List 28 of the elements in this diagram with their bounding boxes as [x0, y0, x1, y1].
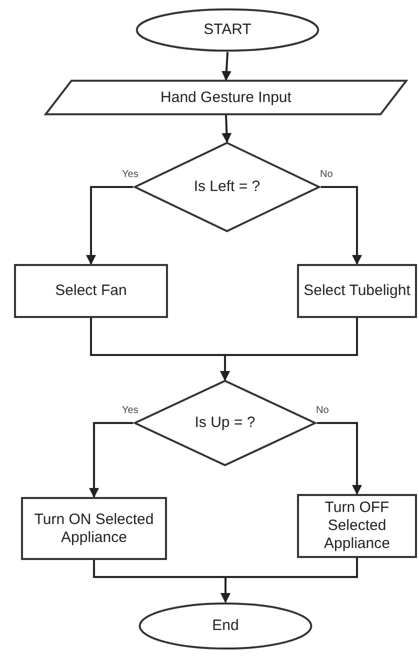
arrow: [86, 186, 133, 265]
edge-label: No: [315, 405, 330, 416]
node-text: Select Fan: [54, 282, 128, 300]
node-text: Is Left = ?: [192, 178, 262, 196]
arrow: [222, 52, 232, 81]
process-box: [14, 264, 168, 318]
process-box: [297, 264, 417, 318]
arrow: [317, 422, 362, 495]
arrow: [222, 114, 232, 143]
edge-label: Yes: [121, 405, 140, 416]
start-terminal: [135, 8, 320, 52]
process-box: [297, 494, 417, 558]
node-text: Select Tubelight: [302, 282, 412, 300]
node-text: End: [211, 617, 240, 635]
arrow: [220, 318, 358, 381]
input-parallelogram: [42, 80, 410, 115]
node-text: Is Up = ?: [194, 414, 256, 432]
process-box: [21, 497, 167, 560]
end-terminal: [138, 602, 313, 650]
node-text: Hand Gesture Input: [160, 88, 292, 106]
edge-label: Yes: [121, 169, 140, 180]
node-text: Turn OFF Selected Appliance: [323, 499, 391, 553]
arrow: [220, 558, 358, 603]
node-text: Turn ON Selected Appliance: [33, 510, 155, 546]
arrow: [89, 422, 133, 498]
arrow: [321, 186, 362, 265]
edge-label: No: [319, 169, 334, 180]
node-text: START: [202, 21, 252, 39]
